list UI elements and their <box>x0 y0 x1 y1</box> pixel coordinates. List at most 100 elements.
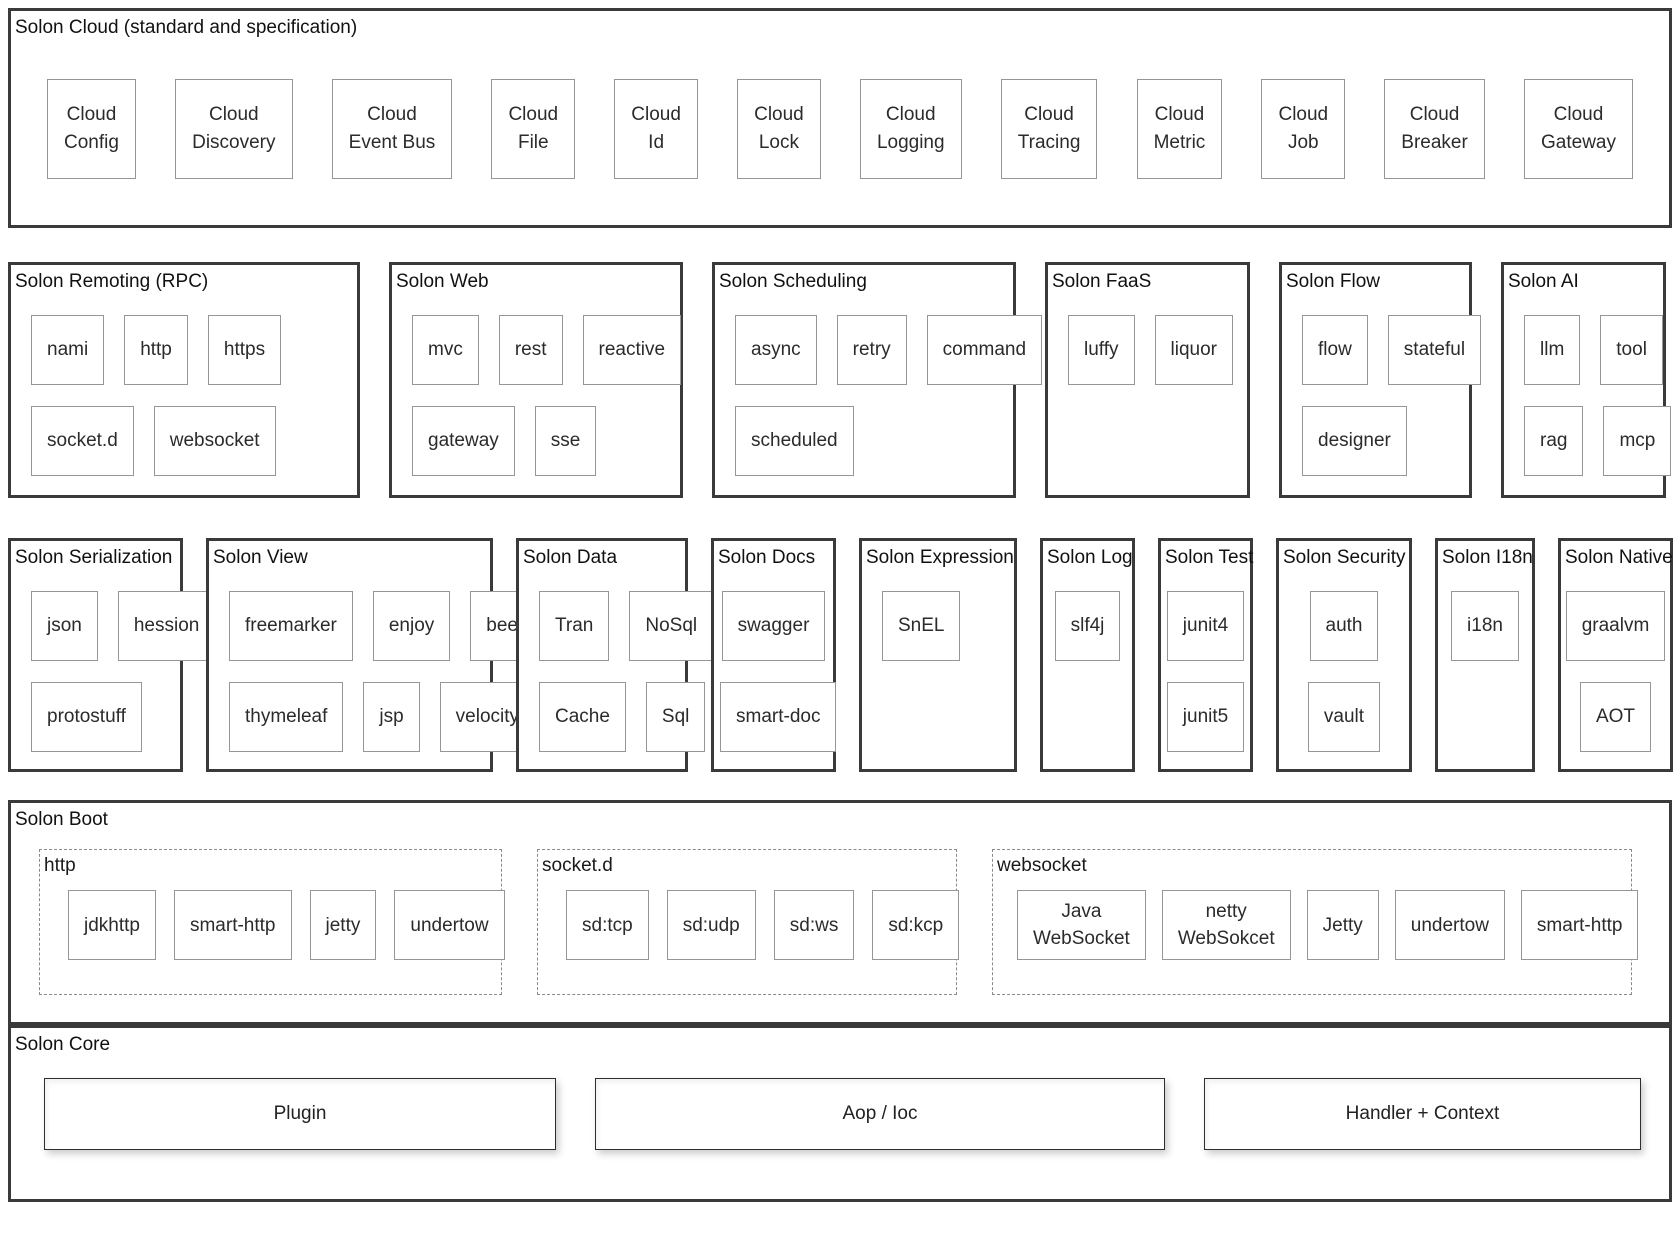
section-title: Solon Expression <box>866 547 1014 568</box>
module-box: Cloud Event Bus <box>331 78 453 179</box>
section-title: Solon I18n <box>1442 547 1533 568</box>
module-box: AOT <box>1579 681 1652 752</box>
module-row: SnEL <box>882 590 961 661</box>
group-title: websocket <box>997 854 1087 876</box>
module-box: Cache <box>539 681 626 752</box>
section-title: Solon Cloud (standard and specification) <box>15 17 358 38</box>
section-solon-log: Solon Log slf4j <box>1040 538 1135 772</box>
module-box: junit5 <box>1166 681 1245 752</box>
module-row: i18n <box>1451 590 1519 661</box>
module-row: flow stateful <box>1302 314 1482 385</box>
module-box: Cloud Logging <box>859 78 962 179</box>
module-box: protostuff <box>31 681 142 752</box>
module-box: undertow <box>394 890 505 961</box>
module-box: smart-doc <box>720 681 837 752</box>
module-box: slf4j <box>1054 590 1121 661</box>
module-box: flow <box>1302 314 1368 385</box>
module-box: https <box>207 314 282 385</box>
group-title: http <box>44 854 76 876</box>
section-title: Solon Flow <box>1286 271 1380 292</box>
section-title: Solon Serialization <box>15 547 173 568</box>
section-title: Solon Security <box>1283 547 1406 568</box>
section-title: Solon Scheduling <box>719 271 867 292</box>
module-box: Java WebSocket <box>1017 890 1146 961</box>
module-row: AOT <box>1579 681 1652 752</box>
group-title: socket.d <box>542 854 613 876</box>
module-row: scheduled <box>735 405 854 476</box>
module-box: Handler + Context <box>1204 1077 1641 1150</box>
module-box: Cloud Job <box>1261 78 1346 179</box>
module-box: retry <box>836 314 907 385</box>
module-box: socket.d <box>31 405 134 476</box>
module-box: Cloud Lock <box>737 78 821 179</box>
module-box: mcp <box>1603 405 1672 476</box>
module-row: graalvm <box>1565 590 1666 661</box>
section-title: Solon AI <box>1508 271 1579 292</box>
module-rows: i18n <box>1438 590 1532 661</box>
module-box: async <box>735 314 817 385</box>
module-box: Cloud Gateway <box>1524 78 1633 179</box>
module-rows: slf4j <box>1043 590 1132 661</box>
module-row: swagger <box>721 590 826 661</box>
section-title: Solon Data <box>523 547 618 568</box>
module-box: Plugin <box>44 1077 556 1150</box>
module-box: Cloud File <box>491 78 576 179</box>
section-title: Solon Boot <box>15 809 108 830</box>
module-box: sd:ws <box>773 890 855 961</box>
module-box: tool <box>1600 314 1663 385</box>
module-box: jdkhttp <box>68 890 156 961</box>
module-rows: auth vault <box>1279 590 1409 752</box>
module-box: Tran <box>539 590 610 661</box>
section-solon-security: Solon Security auth vault <box>1276 538 1412 772</box>
module-row: vault <box>1307 681 1381 752</box>
module-box: gateway <box>412 405 515 476</box>
module-row: junit4 <box>1166 590 1245 661</box>
section-title: Solon Core <box>15 1034 111 1055</box>
module-box: thymeleaf <box>229 681 344 752</box>
module-box: smart-http <box>1520 890 1639 961</box>
module-box: vault <box>1307 681 1381 752</box>
module-box: Cloud Id <box>614 78 698 179</box>
module-box: stateful <box>1387 314 1482 385</box>
module-box: Cloud Discovery <box>175 78 293 179</box>
module-box: liquor <box>1154 314 1233 385</box>
module-box: hession <box>117 590 216 661</box>
module-row: slf4j <box>1054 590 1121 661</box>
module-box: llm <box>1524 314 1581 385</box>
module-row: designer <box>1302 405 1407 476</box>
module-box: reactive <box>582 314 682 385</box>
module-rows: SnEL <box>862 590 1014 661</box>
module-box: Cloud Config <box>47 78 136 179</box>
module-box: rag <box>1524 405 1584 476</box>
module-box: auth <box>1309 590 1379 661</box>
module-box: nami <box>31 314 105 385</box>
module-box: rest <box>498 314 563 385</box>
module-box: graalvm <box>1565 590 1666 661</box>
section-solon-flow: Solon Flow flow stateful designer <box>1279 262 1482 498</box>
module-box: freemarker <box>229 590 353 661</box>
module-box: Sql <box>645 681 706 752</box>
module-box: netty WebSokcet <box>1161 890 1291 961</box>
module-box: sd:kcp <box>872 890 960 961</box>
